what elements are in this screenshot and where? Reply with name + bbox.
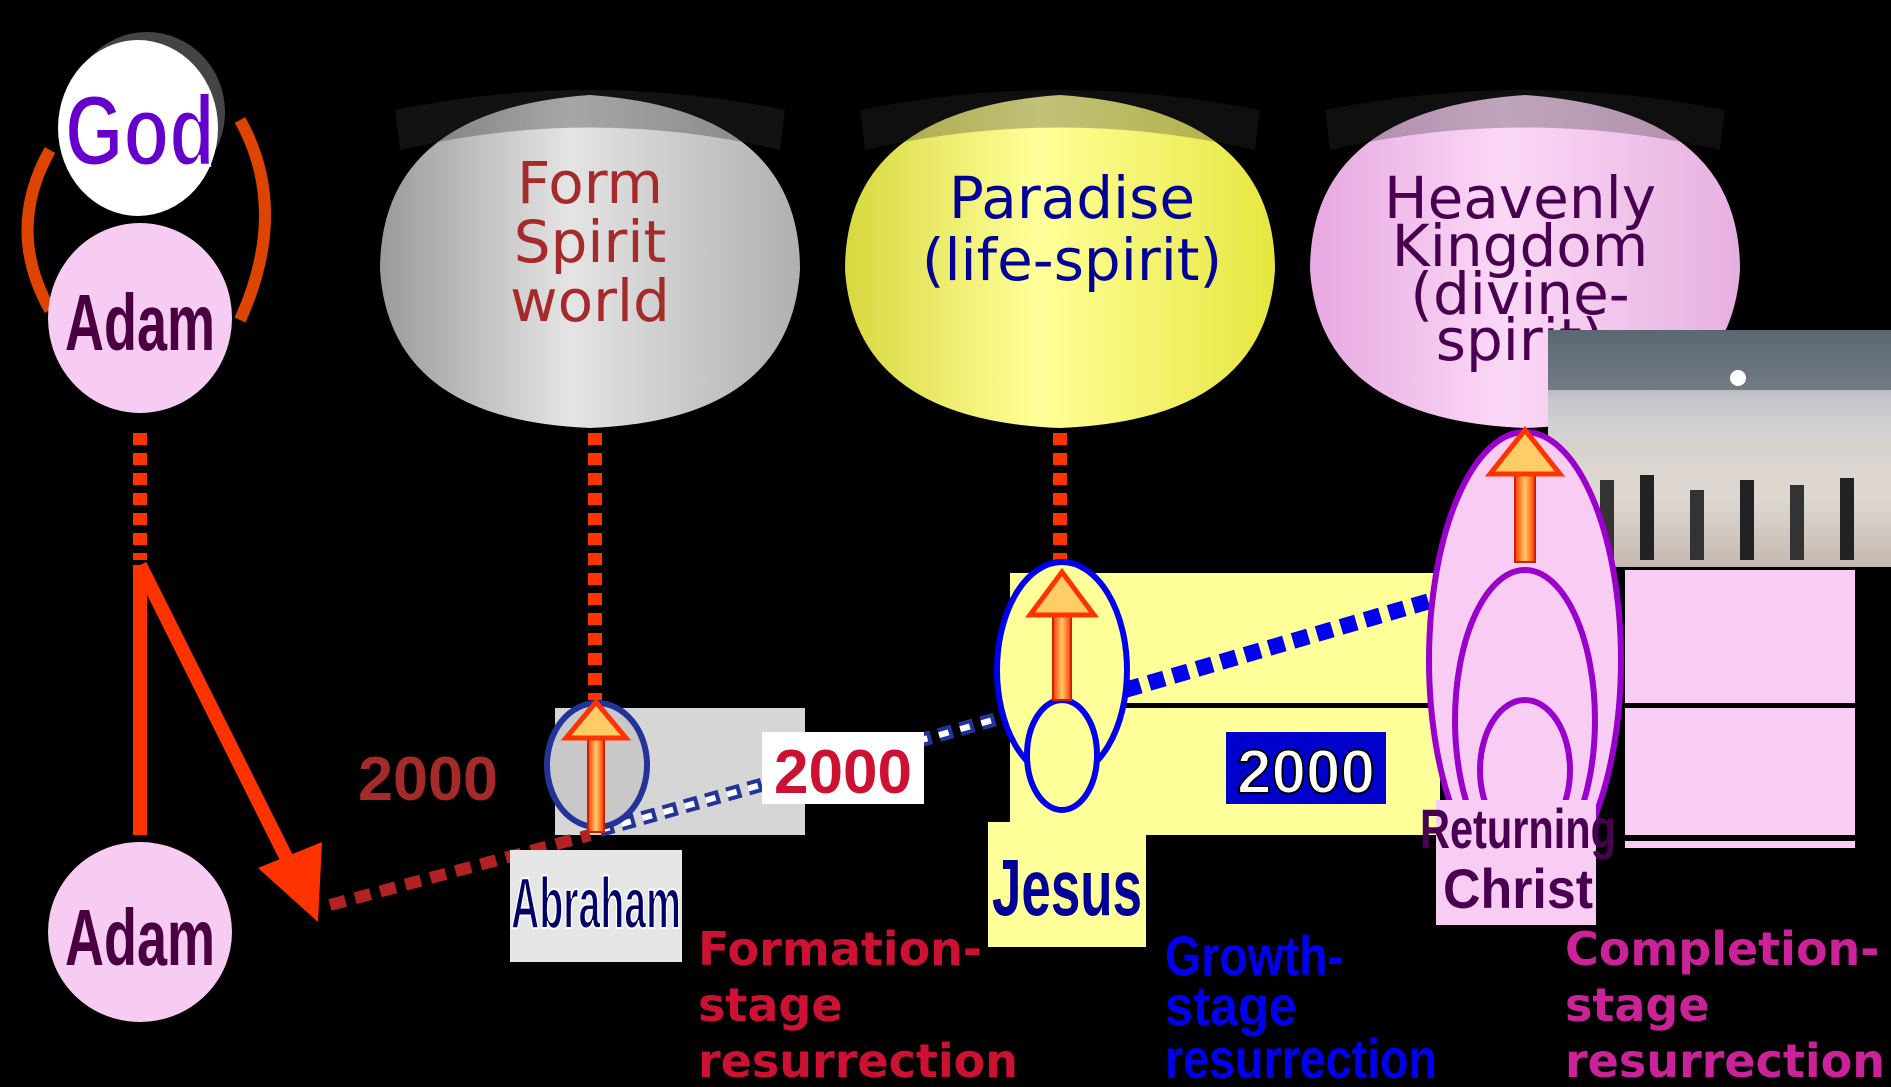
returning-label-line-1: Returning [1420, 797, 1616, 860]
formation-stage-label: Formation- stage resurrection [698, 922, 1018, 1087]
completion-stage-bar-upper [1625, 570, 1855, 704]
form-line-3: world [510, 267, 670, 335]
era-3-label: 2000 [1237, 738, 1375, 807]
form-spirit-world-label: Form Spirit world [510, 149, 670, 335]
era-2-label: 2000 [774, 738, 912, 807]
adam-bottom-label: Adam [65, 893, 215, 982]
completion-stage-bar-lower [1625, 708, 1855, 848]
abraham-ellipse [547, 702, 647, 832]
completion-line-1: Completion- [1565, 922, 1879, 976]
returning-label-line-2: Christ [1443, 857, 1593, 920]
completion-stage-label: Completion- stage resurrection [1565, 922, 1885, 1087]
god-adam-group: God Adam Adam [28, 32, 266, 1022]
formation-line-3: resurrection [698, 1034, 1018, 1087]
completion-line-3: resurrection [1565, 1034, 1885, 1087]
growth-stage-label: Growth- stage resurrection [1165, 924, 1437, 1087]
cycle-arrow-right [240, 120, 265, 320]
era-1-label: 2000 [358, 745, 498, 814]
abraham-label: Abraham [511, 864, 681, 944]
adam-top-label: Adam [65, 278, 215, 367]
god-label: God [65, 75, 215, 187]
cycle-arrow-left [28, 150, 51, 310]
form-line-2: Spirit [514, 208, 666, 276]
completion-line-2: stage [1565, 978, 1710, 1032]
growth-line-3: resurrection [1165, 1027, 1437, 1087]
form-line-1: Form [517, 149, 663, 217]
formation-line-1: Formation- [698, 922, 982, 976]
paradise-line-2: (life-spirit) [922, 226, 1222, 294]
paradise-label: Paradise (life-spirit) [922, 164, 1222, 294]
jesus-label: Jesus [992, 843, 1142, 932]
formation-line-2: stage [698, 978, 843, 1032]
paradise-line-1: Paradise [949, 164, 1195, 232]
